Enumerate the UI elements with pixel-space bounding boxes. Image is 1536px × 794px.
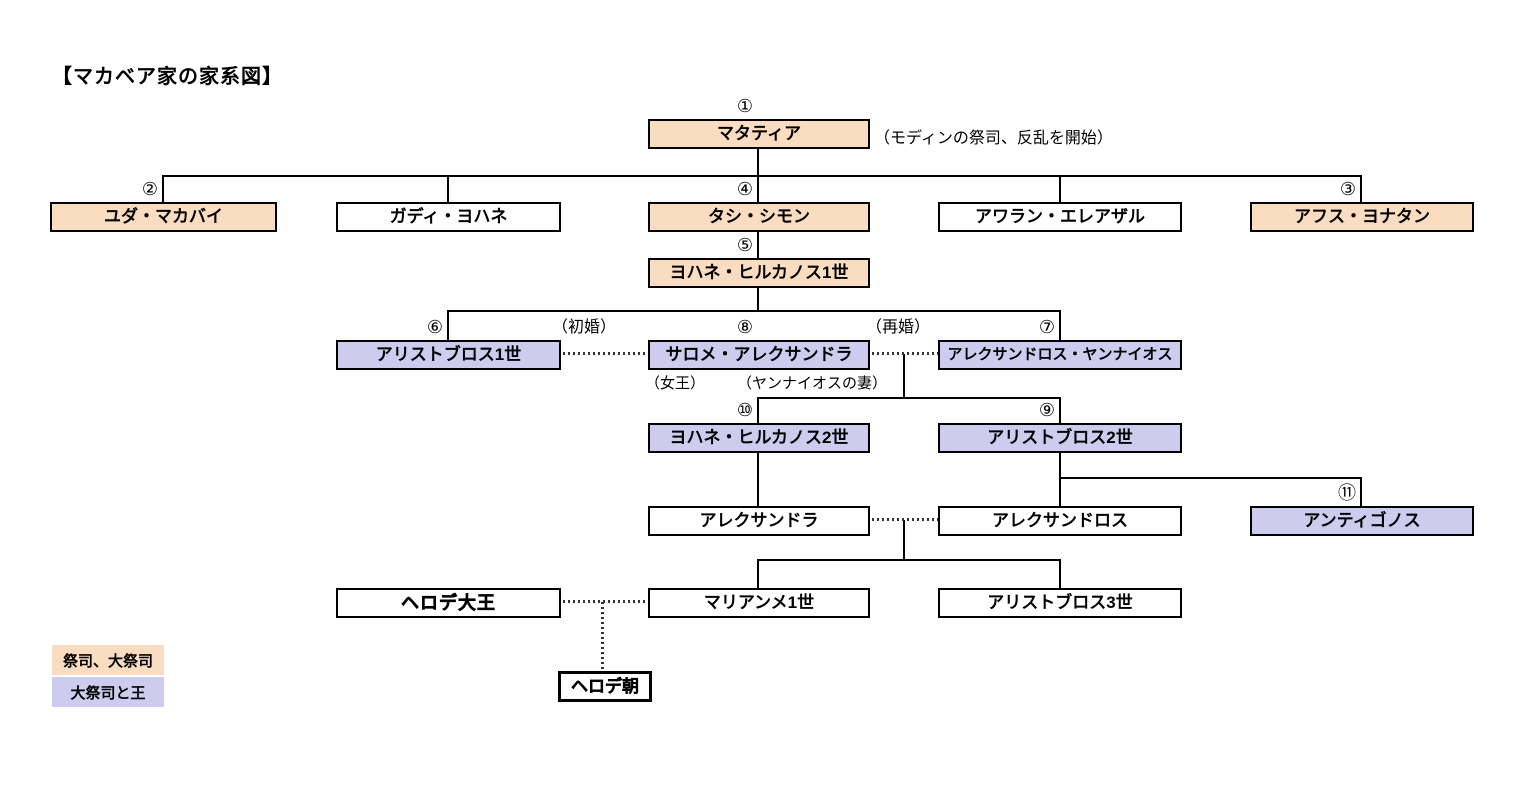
node-hyrcanus2: ヨハネ・ヒルカノス2世: [648, 423, 870, 453]
node-aristobulus3: アリストブロス3世: [938, 588, 1182, 618]
node-jonathan: アフス・ヨナタン: [1250, 202, 1474, 232]
connector-stub-aristobulus1: [447, 310, 449, 340]
node-jannaeus: アレクサンドロス・ヤンナイオス: [938, 340, 1182, 370]
marriage-line-salome-jannaeus: [872, 352, 938, 355]
node-number-simon: ④: [736, 179, 753, 199]
node-mattathias: マタティア: [648, 119, 870, 149]
annotation-queen: （女王）: [645, 375, 706, 392]
connector-stub-avaran: [1059, 175, 1061, 203]
connector-row7-spine: [757, 559, 1061, 561]
node-salome: サロメ・アレクサンドラ: [648, 340, 870, 370]
node-herodian-dynasty: ヘロデ朝: [558, 671, 652, 702]
marriage-line-herodian-down: [601, 602, 604, 671]
node-judas: ユダ・マカバイ: [50, 202, 277, 232]
node-number-antigonus: ⑪: [1338, 483, 1356, 503]
connector-antigonus-branch: [1059, 477, 1362, 479]
node-herod: ヘロデ大王: [336, 588, 561, 618]
node-mariamne: マリアンメ1世: [648, 588, 870, 618]
node-number-aristobulus1: ⑥: [426, 317, 443, 337]
node-number-mattathias: ①: [736, 96, 753, 116]
node-alexandra: アレクサンドラ: [648, 506, 870, 536]
connector-hyrcanus2-alexandra: [757, 451, 759, 506]
connector-stub-hyrcanus2: [757, 397, 759, 423]
connector-couple1-down: [903, 354, 905, 399]
node-number-aristobulus2: ⑨: [1038, 400, 1055, 420]
connector-stub-jannaeus: [1059, 310, 1061, 340]
connector-row4-spine: [447, 310, 1061, 312]
legend-item-king: 大祭司と王: [52, 677, 164, 707]
diagram-title: 【マカベア家の家系図】: [52, 66, 283, 88]
annotation-mattathias-note: （モディンの祭司、反乱を開始）: [874, 130, 1113, 147]
node-number-jannaeus: ⑦: [1038, 317, 1055, 337]
connector-stub-mariamne: [757, 559, 759, 588]
node-aristobulus1: アリストブロス1世: [336, 340, 561, 370]
connector-stub-jonathan: [1360, 175, 1362, 203]
node-avaran: アワラン・エレアザル: [938, 202, 1182, 232]
node-alexandros: アレクサンドロス: [938, 506, 1182, 536]
marriage-line-aristobulus1-salome: [563, 352, 648, 355]
connector-hyrcanus1-down: [757, 287, 759, 312]
connector-stub-aristobulus3: [1059, 559, 1061, 588]
node-gaddi: ガディ・ヨハネ: [336, 202, 561, 232]
connector-couple2-down: [903, 520, 905, 561]
marriage-line-herod-mariamne: [563, 600, 648, 603]
node-number-hyrcanus2: ⑩: [736, 400, 753, 420]
node-hyrcanus1: ヨハネ・ヒルカノス1世: [648, 258, 870, 288]
connector-stub-gaddi: [447, 175, 449, 203]
annotation-second-marriage: （再婚）: [866, 319, 931, 336]
marriage-line-alexandra-alexandros: [872, 518, 938, 521]
node-number-jonathan: ③: [1339, 179, 1356, 199]
node-number-salome: ⑧: [736, 317, 753, 337]
node-number-hyrcanus1: ⑤: [736, 235, 753, 255]
node-aristobulus2: アリストブロス2世: [938, 423, 1182, 453]
connector-simon-hyrcanus1: [757, 231, 759, 259]
legend-item-priest: 祭司、大祭司: [52, 645, 164, 675]
node-antigonus: アンティゴノス: [1250, 506, 1474, 536]
annotation-jannaeus-wife: （ヤンナイオスの妻）: [737, 375, 888, 392]
connector-stub-aristobulus2: [1059, 397, 1061, 423]
annotation-first-marriage: （初婚）: [552, 319, 617, 336]
node-number-judas: ②: [141, 179, 158, 199]
connector-row2-spine: [162, 175, 1362, 177]
node-simon: タシ・シモン: [648, 202, 870, 232]
connector-stub-judas: [162, 175, 164, 203]
connector-row5-spine: [757, 397, 1061, 399]
connector-stub-antigonus: [1360, 477, 1362, 506]
